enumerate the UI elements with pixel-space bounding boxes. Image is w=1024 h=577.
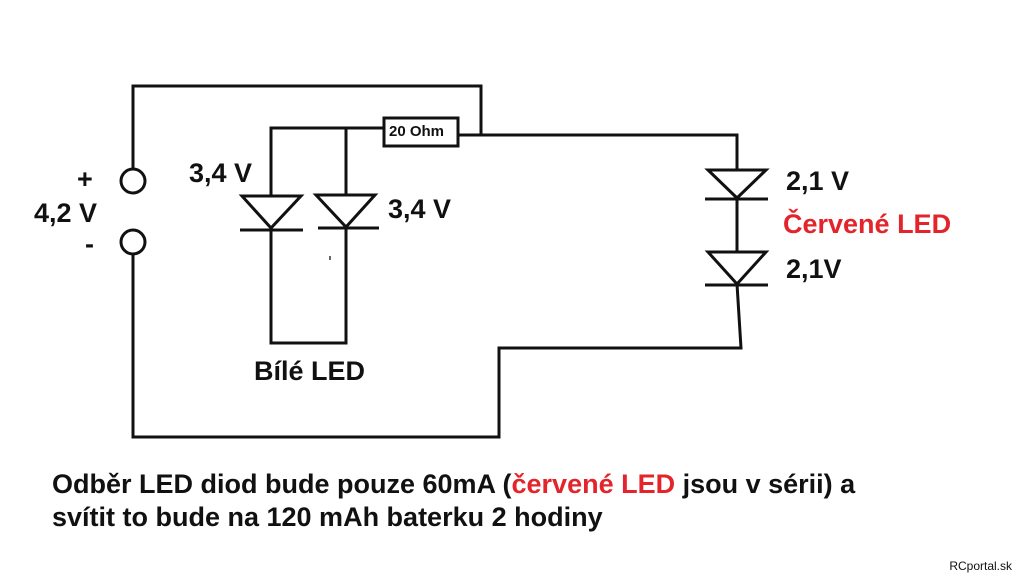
positive-terminal-icon xyxy=(119,167,147,195)
wire-white-top xyxy=(269,126,386,170)
red-led-1-icon xyxy=(704,168,770,201)
wire-red-bottom xyxy=(497,282,743,350)
red-led-2-voltage: 2,1V xyxy=(786,254,842,284)
footer-credit: RCportal.sk xyxy=(949,559,1012,573)
caption-line-1: Odběr LED diod bude pouze 60mA (červené … xyxy=(52,468,855,501)
caption-line-1-end: jsou v sérii) a xyxy=(675,469,856,499)
wire-negative xyxy=(131,253,501,439)
caption-line-2: svítit to bude na 120 mAh baterku 2 hodi… xyxy=(52,502,603,532)
wire-red-top xyxy=(456,133,739,172)
plus-sign: + xyxy=(77,164,93,194)
white-led-1-voltage: 3,4 V xyxy=(189,158,253,188)
white-led-1-icon xyxy=(238,194,305,232)
red-led-title: Červené LED xyxy=(783,209,952,239)
source-voltage: 4,2 V xyxy=(34,198,98,228)
white-led-title: Bílé LED xyxy=(254,356,366,386)
negative-terminal-icon xyxy=(119,228,147,256)
white-led-2-icon xyxy=(312,193,379,230)
red-led-1-voltage: 2,1 V xyxy=(786,166,850,196)
white-led-2-voltage: 3,4 V xyxy=(388,194,452,224)
resistor-label: 20 Ohm xyxy=(389,123,445,140)
caption-red-highlight: červené LED xyxy=(511,469,676,499)
minus-sign: - xyxy=(85,229,94,259)
wire-positive xyxy=(131,84,483,170)
red-led-2-icon xyxy=(704,250,770,287)
caption: Odběr LED diod bude pouze 60mA (červené … xyxy=(52,468,855,534)
caption-line-1-start: Odběr LED diod bude pouze 60mA ( xyxy=(52,469,512,499)
resistor-icon xyxy=(382,116,460,148)
wire-white-left-bottom xyxy=(269,226,348,345)
